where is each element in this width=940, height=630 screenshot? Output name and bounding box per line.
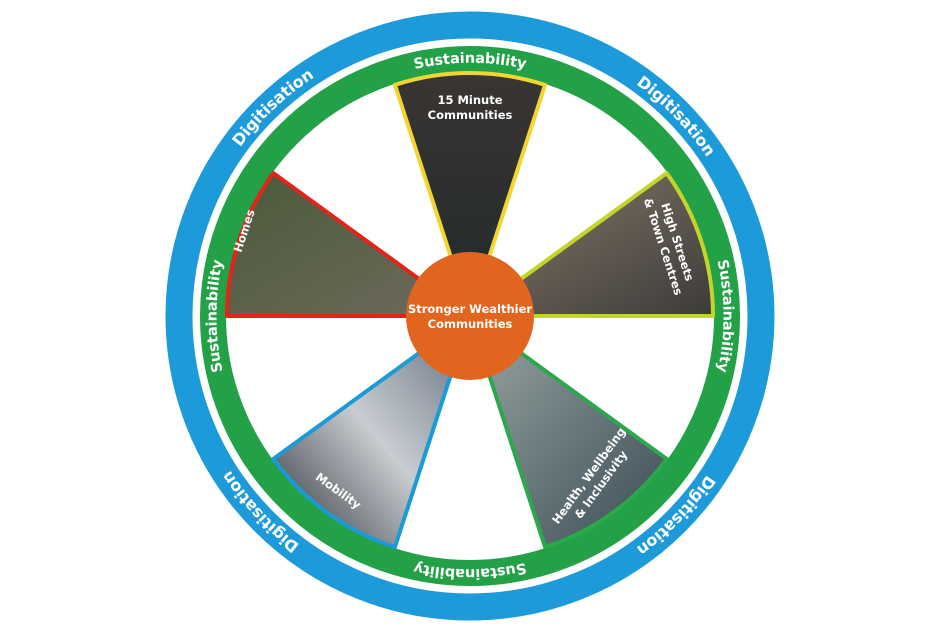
center-circle <box>406 252 534 380</box>
digitisation-ring <box>165 11 775 621</box>
sustainability-label: Sustainability <box>412 51 528 73</box>
sustainability-ring <box>200 46 740 586</box>
segment-mobility <box>271 314 472 550</box>
sustainability-label: Sustainability <box>412 559 528 581</box>
segment-health-wellbeing <box>468 314 669 550</box>
sustainability-label: Sustainability <box>713 258 735 374</box>
segment-homes <box>224 171 472 318</box>
segment-15-minute-communities <box>392 71 548 318</box>
segment-high-streets <box>468 171 716 318</box>
sustainability-label: Sustainability <box>204 258 226 374</box>
